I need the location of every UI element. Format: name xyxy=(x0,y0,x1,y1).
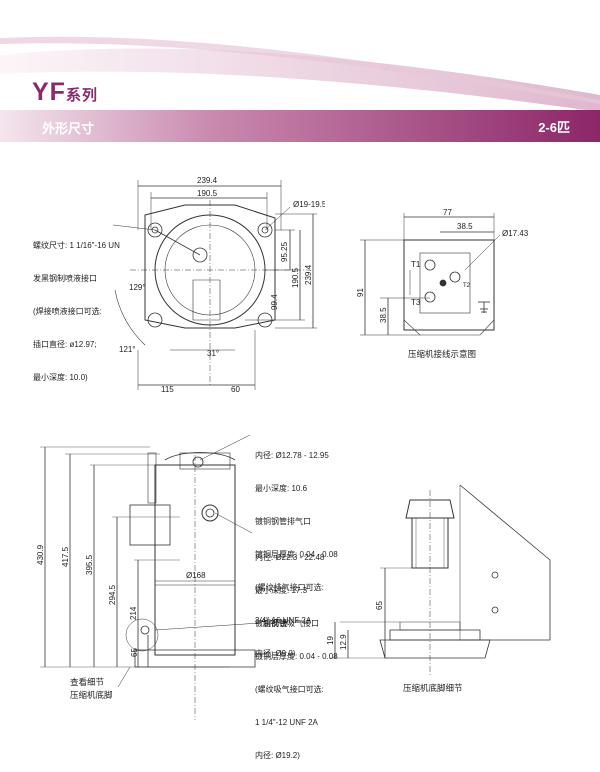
hp-range: 2-6匹 xyxy=(538,120,570,135)
dim-77: 77 xyxy=(443,208,452,217)
label-t3: T3 xyxy=(411,298,421,307)
wiring-diagram xyxy=(360,213,501,336)
discharge-port-note: 内径: Ø12.78 - 12.95 最小深度: 10.6 镀铜钢管排气口 镀铜… xyxy=(255,451,338,658)
label-t2: T2 xyxy=(463,283,471,289)
dim-angle-31: 31° xyxy=(207,349,219,358)
series-title: YF系列 xyxy=(32,78,98,106)
side-view-drawing xyxy=(40,435,260,720)
dim-height-95: 95.25 xyxy=(280,241,289,262)
wiring-caption: 压缩机接线示意图 xyxy=(408,349,477,359)
dim-430: 430.9 xyxy=(36,544,45,565)
section-subtitle: 外形尺寸 xyxy=(42,121,95,136)
dim-height-99: 99.4 xyxy=(270,294,279,310)
dim-294: 294.5 xyxy=(108,584,117,605)
dim-38-5-top: 38.5 xyxy=(457,222,473,231)
side-view-labels: 430.9 417.5 395.5 294.5 214 65 Ø168 xyxy=(36,544,206,657)
dim-port-dia: Ø19-19.5 xyxy=(293,200,325,209)
foot-detail-drawing xyxy=(330,484,551,675)
dim-38-5-side: 38.5 xyxy=(379,307,388,323)
dim-total-width: 239.4 xyxy=(197,176,218,185)
dim-height-190: 190.5 xyxy=(291,267,300,288)
header-banner: YF系列 外形尺寸 2-6匹 xyxy=(0,0,600,142)
dim-214: 214 xyxy=(129,606,138,620)
dim-395: 395.5 xyxy=(85,554,94,575)
dim-angle-129: 129° xyxy=(129,283,146,292)
top-view-drawing xyxy=(112,180,317,390)
top-view-labels: 239.4 190.5 Ø19-19.5 129° 121° 31° 115 6… xyxy=(119,176,325,394)
dim-bottom-115: 115 xyxy=(161,385,174,394)
dim-dia-17: Ø17.43 xyxy=(502,229,529,238)
dim-12-9-foot: 12.9 xyxy=(339,634,348,650)
dim-65-foot: 65 xyxy=(375,601,384,610)
dim-bolt-width: 190.5 xyxy=(197,189,218,198)
foot-detail-caption: 压缩机底脚细节 xyxy=(403,683,463,693)
foot-detail-labels: 65 19 12.9 xyxy=(326,601,384,650)
dim-417: 417.5 xyxy=(61,546,70,567)
dim-91: 91 xyxy=(356,288,365,297)
sight-glass-label: 油视镜 xyxy=(262,618,288,628)
label-t1: T1 xyxy=(411,260,421,269)
injection-port-note: 螺纹尺寸: 1 1/16"-16 UN 发黑钢制喷液接口 (焊接喷液接口可选: … xyxy=(33,241,120,382)
header-swoosh xyxy=(0,36,600,142)
dim-angle-121: 121° xyxy=(119,345,136,354)
dim-bottom-60: 60 xyxy=(231,385,240,394)
dim-65-side: 65 xyxy=(130,648,139,657)
dim-height-239: 239.4 xyxy=(304,264,313,285)
foot-detail-labels: 查看细节 压缩机底脚 xyxy=(70,677,113,700)
dim-dia-168: Ø168 xyxy=(186,571,206,580)
dim-19-foot: 19 xyxy=(326,636,335,645)
wiring-labels: 77 38.5 Ø17.43 T1 T2 T3 91 38.5 xyxy=(356,208,529,323)
